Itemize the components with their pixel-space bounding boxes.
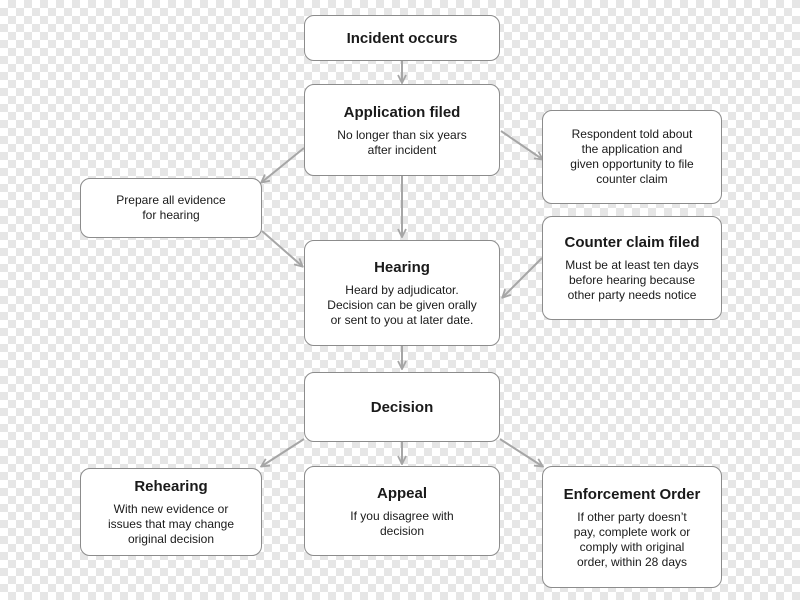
enforcement-order-title: Enforcement Order bbox=[563, 485, 701, 503]
arrow-application-to-respondent bbox=[500, 130, 542, 159]
decision-title: Decision bbox=[370, 398, 434, 416]
enforcement-order-desc: If other party doesn’t pay, complete wor… bbox=[573, 509, 691, 569]
counter-claim-desc: Must be at least ten days before hearing… bbox=[565, 258, 699, 302]
arrow-counterclaim-to-hearing bbox=[503, 257, 543, 297]
arrow-decision-to-rehearing bbox=[262, 438, 305, 466]
rehearing-desc: With new evidence or issues that may cha… bbox=[107, 502, 235, 546]
rehearing-title: Rehearing bbox=[134, 478, 208, 495]
decision-box: Decision bbox=[304, 372, 500, 442]
incident-occurs-box: Incident occurs bbox=[304, 15, 500, 61]
application-filed-box: Application filed No longer than six yea… bbox=[304, 84, 500, 176]
prepare-evidence-desc: Prepare all evidence for hearing bbox=[116, 193, 226, 222]
incident-occurs-title: Incident occurs bbox=[346, 29, 458, 47]
application-filed-desc: No longer than six years after incident bbox=[337, 127, 467, 157]
application-filed-title: Application filed bbox=[343, 103, 461, 121]
counter-claim-box: Counter claim filed Must be at least ten… bbox=[542, 216, 722, 320]
hearing-title: Hearing bbox=[374, 259, 430, 276]
enforcement-order-box: Enforcement Order If other party doesn’t… bbox=[542, 466, 722, 588]
appeal-box: Appeal If you disagree with decision bbox=[304, 466, 500, 556]
counter-claim-title: Counter claim filed bbox=[564, 234, 700, 251]
appeal-title: Appeal bbox=[376, 484, 427, 502]
rehearing-box: Rehearing With new evidence or issues th… bbox=[80, 468, 262, 556]
arrow-decision-to-enforcement bbox=[499, 438, 542, 466]
hearing-box: Hearing Heard by adjudicator. Decision c… bbox=[304, 240, 500, 346]
respondent-told-desc: Respondent told about the application an… bbox=[570, 127, 694, 186]
appeal-desc: If you disagree with decision bbox=[350, 508, 454, 538]
arrow-application-to-prepare bbox=[262, 147, 305, 182]
hearing-desc: Heard by adjudicator. Decision can be gi… bbox=[327, 283, 477, 327]
prepare-evidence-box: Prepare all evidence for hearing bbox=[80, 178, 262, 238]
arrow-prepare-to-hearing bbox=[261, 230, 302, 266]
respondent-told-box: Respondent told about the application an… bbox=[542, 110, 722, 204]
